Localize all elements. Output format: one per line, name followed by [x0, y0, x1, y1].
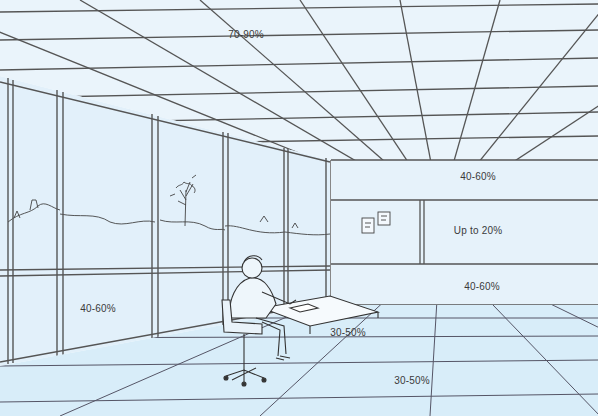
floor-grid	[0, 250, 598, 416]
reflectance-label: 40-60%	[464, 281, 500, 292]
reflectance-label: 40-60%	[80, 303, 116, 314]
back-wall-lines	[331, 160, 598, 305]
pinned-notes	[362, 212, 390, 233]
person-at-desk	[222, 256, 378, 386]
reflectance-label: 30-50%	[394, 375, 430, 386]
reflectance-label: 40-60%	[460, 171, 496, 182]
reflectance-label: 70-90%	[228, 29, 264, 40]
reflectance-label: 30-50%	[330, 327, 366, 338]
reflectance-label: Up to 20%	[454, 225, 503, 236]
back-wall	[331, 160, 598, 305]
